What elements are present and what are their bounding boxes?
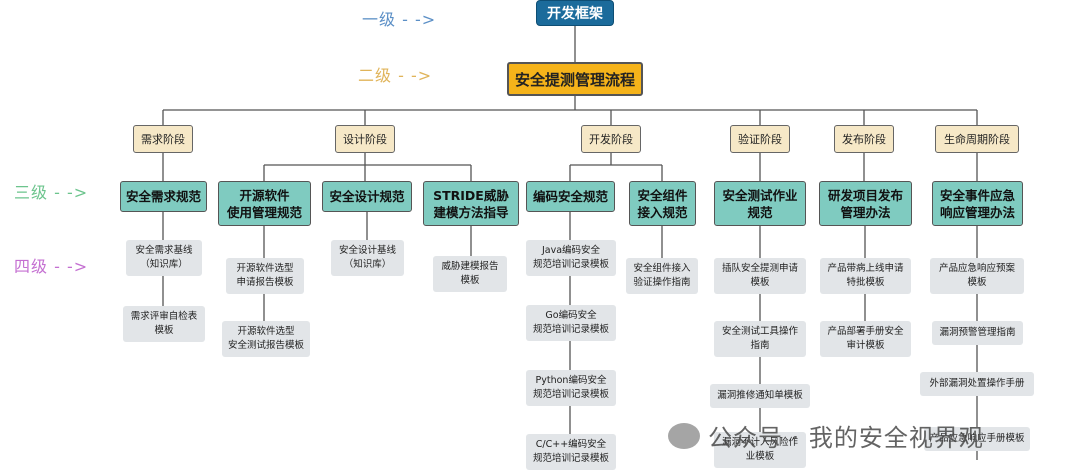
level-label-2: 二级 - ->	[358, 66, 433, 85]
spec-security-requirements: 安全需求规范	[120, 181, 207, 212]
phase-development: 开发阶段	[581, 125, 641, 153]
phase-verification: 验证阶段	[730, 125, 790, 153]
doc-item: Go编码安全 规范培训记录模板	[526, 305, 616, 341]
doc-item: 产品应急响应预案 模板	[930, 258, 1024, 294]
doc-item: 安全需求基线 （知识库）	[126, 240, 202, 276]
doc-item: Java编码安全 规范培训记录模板	[526, 240, 616, 276]
doc-item: 开源软件选型 申请报告模板	[226, 258, 304, 294]
watermark: 公众号 · 我的安全视界观	[668, 418, 984, 453]
doc-item: 漏洞预警管理指南	[932, 321, 1023, 345]
process-node: 安全提测管理流程	[507, 62, 643, 96]
doc-item: 产品部署手册安全 审计模板	[820, 321, 911, 357]
spec-secure-coding: 编码安全规范	[526, 181, 615, 212]
doc-item: 安全测试工具操作 指南	[714, 321, 806, 357]
spec-open-source: 开源软件 使用管理规范	[218, 181, 311, 226]
root-node: 开发框架	[536, 0, 614, 26]
doc-item: 产品带病上线申请 特批模板	[820, 258, 911, 294]
watermark-text: 公众号 · 我的安全视界观	[708, 424, 984, 452]
level-label-1: 一级 - ->	[362, 10, 437, 29]
doc-item: C/C++编码安全 规范培训记录模板	[526, 434, 616, 470]
doc-item: 安全组件接入 验证操作指南	[626, 258, 698, 294]
spec-stride: STRIDE威胁 建模方法指导	[423, 181, 519, 226]
spec-security-components: 安全组件 接入规范	[629, 181, 696, 226]
spec-release-management: 研发项目发布 管理办法	[819, 181, 912, 226]
wechat-icon	[668, 422, 700, 449]
spec-security-testing: 安全测试作业 规范	[714, 181, 806, 226]
doc-item: Python编码安全 规范培训记录模板	[526, 370, 616, 406]
spec-incident-response: 安全事件应急 响应管理办法	[932, 181, 1023, 226]
phase-requirements: 需求阶段	[133, 125, 193, 153]
level-label-3: 三级 - ->	[14, 183, 89, 202]
doc-item: 产品应急响应手册模板	[924, 427, 1030, 451]
level-label-4: 四级 - ->	[14, 257, 89, 276]
doc-item: 需求评审自检表 模板	[123, 306, 205, 342]
doc-item: 安全设计基线 （知识库）	[331, 240, 404, 276]
spec-security-design: 安全设计规范	[322, 181, 412, 212]
phase-release: 发布阶段	[834, 125, 894, 153]
doc-item: 插队安全提测申请 模板	[714, 258, 806, 294]
doc-item: 漏洞推修通知单模板	[710, 384, 810, 408]
phase-design: 设计阶段	[335, 125, 395, 153]
phase-lifecycle: 生命周期阶段	[935, 125, 1019, 153]
doc-item: 开源软件选型 安全测试报告模板	[222, 321, 310, 357]
doc-item: 外部漏洞处置操作手册	[920, 372, 1034, 396]
doc-item: 威胁建模报告 模板	[433, 256, 507, 292]
